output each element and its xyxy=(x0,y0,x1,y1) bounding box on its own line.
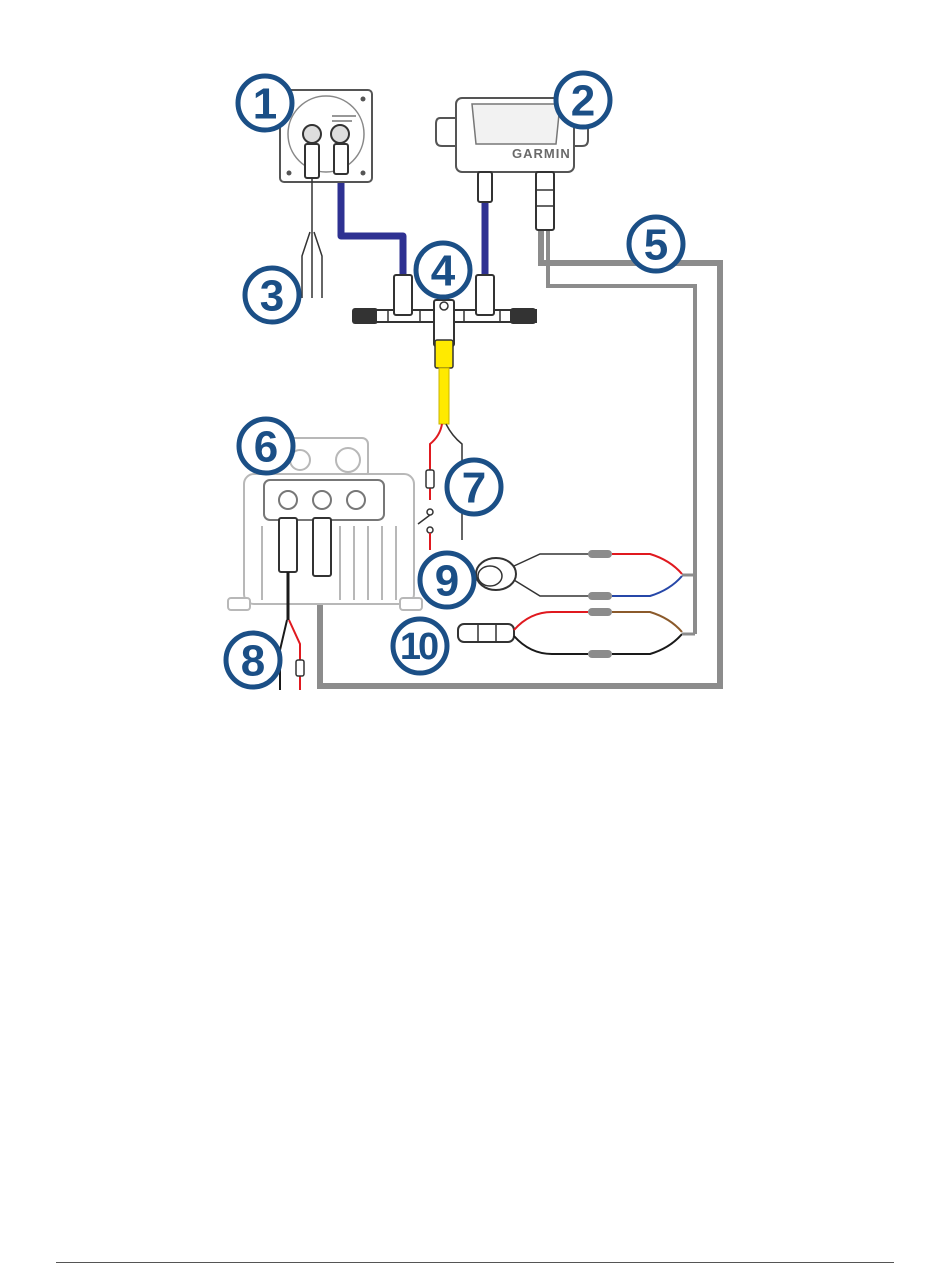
backbone-terminator-right xyxy=(510,308,536,324)
callout-9: 9 xyxy=(420,553,474,607)
callout-10-number: 10 xyxy=(400,626,438,668)
callout-10: 10 xyxy=(393,619,447,673)
unit-connector-right xyxy=(536,172,554,230)
unit-top-panel xyxy=(472,104,560,144)
power-cable-connector xyxy=(435,340,453,368)
power-cable-yellow xyxy=(439,368,449,424)
callout-7: 7 xyxy=(447,460,501,514)
buzzer-splice-top xyxy=(588,550,612,558)
sensor-splice-top xyxy=(588,608,612,616)
pump-port-2 xyxy=(313,491,331,509)
callout-1-number: 1 xyxy=(253,80,277,129)
buzzer-9 xyxy=(476,550,695,600)
gray-cable-outer xyxy=(320,230,720,686)
callout-3-number: 3 xyxy=(260,272,284,321)
panel-screw-tr xyxy=(361,97,366,102)
sensor-wire-black xyxy=(612,634,682,654)
power-cable-7 xyxy=(418,340,462,550)
power-switch-contact-a xyxy=(427,509,433,515)
callout-7-number: 7 xyxy=(462,464,486,513)
buzzer-splice-bottom xyxy=(588,592,612,600)
callout-4: 4 xyxy=(416,243,470,297)
sensor-splice-bottom xyxy=(588,650,612,658)
callout-2: 2 xyxy=(556,73,610,127)
pump-foot-right xyxy=(400,598,422,610)
unit-connector-left xyxy=(478,172,492,202)
sensor-10 xyxy=(458,608,695,658)
sensor-wire-brown xyxy=(612,612,682,632)
callout-6: 6 xyxy=(239,419,293,473)
callout-6-number: 6 xyxy=(254,423,278,472)
pump-port-1 xyxy=(279,491,297,509)
gray-cable-inner xyxy=(548,230,695,634)
callout-5: 5 xyxy=(629,217,683,271)
pump-top-fitting-2 xyxy=(336,448,360,472)
panel-connector-right xyxy=(334,144,348,174)
t-connector-center-port xyxy=(440,302,448,310)
pump-foot-left xyxy=(228,598,250,610)
wire-8-fuse xyxy=(296,660,304,676)
panel-screw-bl xyxy=(287,171,292,176)
wire-3-c xyxy=(314,232,322,298)
panel-connector-left xyxy=(305,144,319,178)
sensor-wire-bottom xyxy=(514,636,588,654)
buzzer-wire-blue xyxy=(612,576,682,596)
t-connector-right xyxy=(476,275,494,315)
callout-4-number: 4 xyxy=(431,247,456,296)
callout-1: 1 xyxy=(238,76,292,130)
panel-port-left xyxy=(303,125,321,143)
callout-8-number: 8 xyxy=(241,637,265,686)
gray-cable-5 xyxy=(320,230,720,686)
buzzer-wire-red xyxy=(612,554,682,574)
buzzer-wire-top-gray xyxy=(514,554,590,566)
footer-divider xyxy=(56,1262,894,1263)
nmea-cable-device-1 xyxy=(341,172,403,275)
pump-connector-right xyxy=(313,518,331,576)
pump-port-3 xyxy=(347,491,365,509)
buzzer-face xyxy=(478,566,502,586)
wires-3 xyxy=(302,178,322,298)
callout-9-number: 9 xyxy=(435,557,459,606)
power-fuse xyxy=(426,470,434,488)
power-switch-lever xyxy=(418,515,430,524)
sensor-wire-top xyxy=(514,612,588,630)
sensor-body xyxy=(458,624,514,642)
buzzer-wire-bottom-black xyxy=(514,580,590,596)
unit-mount-left xyxy=(436,118,458,146)
backbone-terminator-left xyxy=(352,308,378,324)
wire-3-a xyxy=(302,232,310,298)
panel-screw-br xyxy=(361,171,366,176)
wire-8-red xyxy=(289,620,300,690)
callout-3: 3 xyxy=(245,268,299,322)
power-switch-contact-b xyxy=(427,527,433,533)
callout-2-number: 2 xyxy=(571,77,595,126)
pump-connector-left xyxy=(279,518,297,572)
panel-port-right xyxy=(331,125,349,143)
t-connector-left xyxy=(394,275,412,315)
callout-5-number: 5 xyxy=(644,221,668,270)
callout-8: 8 xyxy=(226,633,280,687)
unit-brand: GARMIN xyxy=(512,146,571,161)
